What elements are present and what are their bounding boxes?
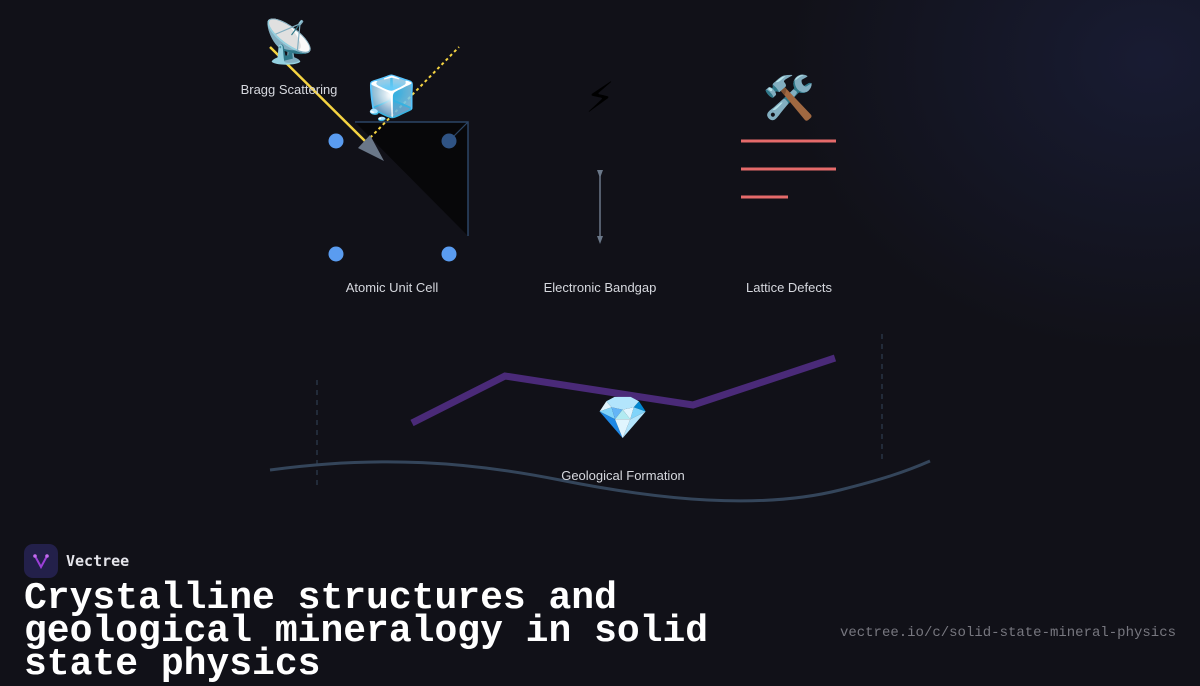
label-atomic-unit-cell: Atomic Unit Cell: [345, 280, 439, 295]
atom: [441, 246, 457, 262]
hammer-wrench-icon: 🛠️: [762, 73, 816, 122]
incident-beam: [269, 46, 367, 143]
page-url: vectree.io/c/solid-state-mineral-physics: [839, 625, 1176, 641]
satellite-dish-icon: 📡: [262, 17, 316, 66]
terrain-curve: [269, 459, 931, 503]
bandgap-arrow-top: [597, 170, 603, 178]
label-lattice-defects: Lattice Defects: [746, 280, 832, 295]
bandgap-arrow-bottom: [597, 236, 603, 244]
lightning-icon: ⚡: [585, 73, 615, 122]
unit-cell-shadow: [355, 122, 468, 236]
gem-icon: 💎: [596, 393, 650, 442]
label-geological-formation: Geological Formation: [561, 468, 685, 483]
diffracted-beam: [365, 46, 460, 143]
strata-line: [410, 354, 837, 427]
brand-name: Vectree: [66, 552, 130, 570]
vectree-logo-icon: [24, 544, 58, 578]
page-title: Crystalline structures and geological mi…: [24, 577, 709, 686]
atom: [328, 133, 344, 149]
label-electronic-bandgap: Electronic Bandgap: [543, 280, 657, 295]
ice-cube-icon: 🧊: [365, 73, 419, 122]
brand: Vectree: [24, 544, 129, 578]
atom: [441, 133, 457, 149]
label-bragg-scattering: Bragg Scattering: [240, 82, 338, 97]
atom: [328, 246, 344, 262]
beam-arrowhead: [358, 135, 384, 161]
